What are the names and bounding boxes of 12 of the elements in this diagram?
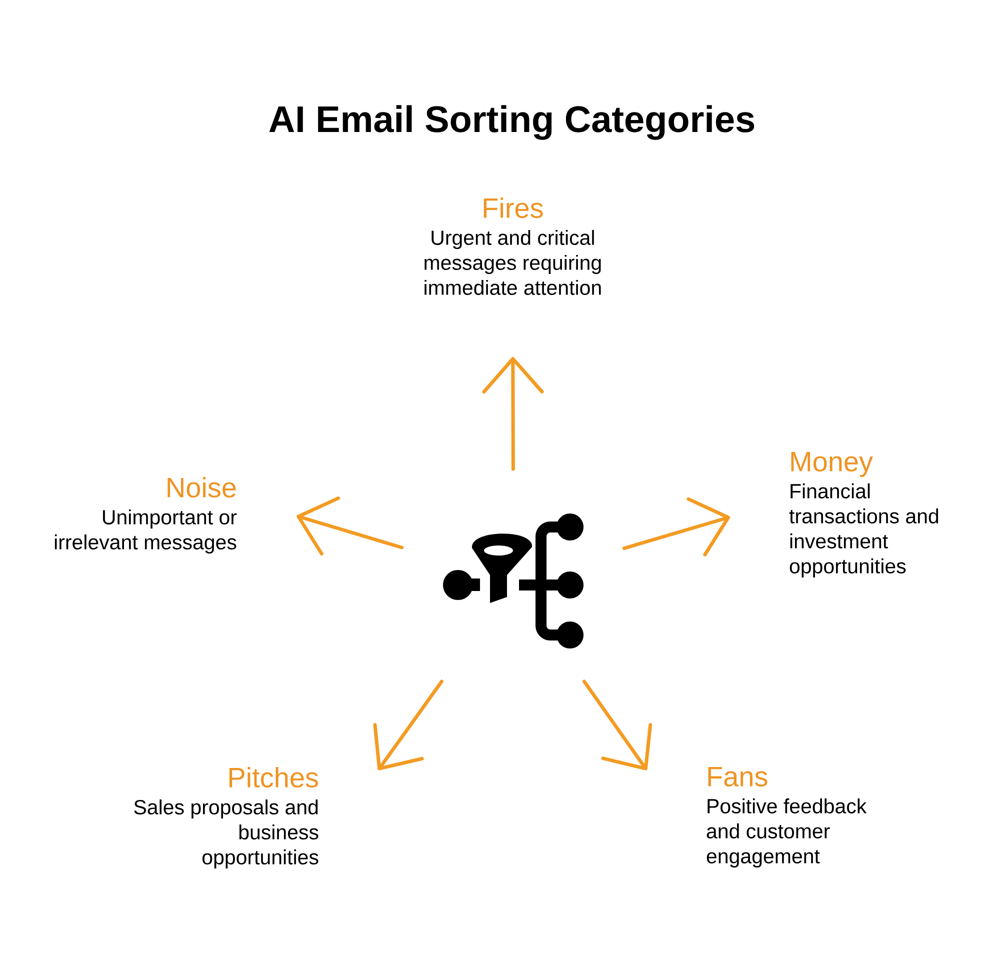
category-heading: Fans [708,767,768,787]
category-heading: Noise [168,477,236,498]
category-description: Sales proposals and business opportunities [134,799,318,869]
category-description: Financial transactions and investment opportunities [789,483,938,578]
category-heading: Money [791,452,873,478]
category-description: Positive feedback and customer engagement [706,798,867,868]
funnel-icon [443,514,584,648]
category-description: Urgent and critical messages requiring immediate attention [424,230,601,295]
category-description: Unimportant or irrelevant messages [54,509,237,554]
category-heading: Pitches [229,767,318,788]
category-heading: Fires [484,198,543,218]
title: AI Email Sorting Categories [269,105,754,140]
